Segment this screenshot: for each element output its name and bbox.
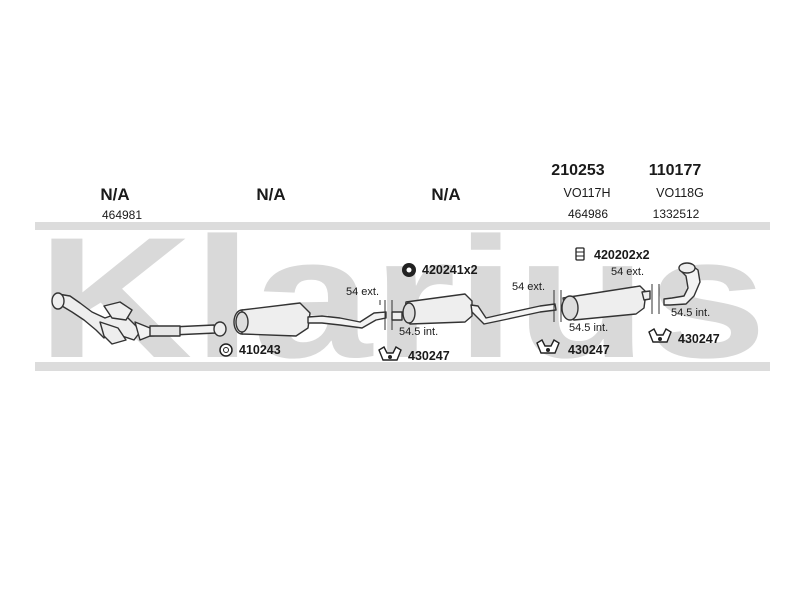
measurement-marks [379,284,660,330]
column-heading: N/A [431,185,461,204]
watermark-band-top [35,222,770,230]
measurement-label: 54 ext. [346,286,380,298]
fitting-part-number: 430247 [568,343,610,357]
part-reference: 464986 [567,207,609,221]
column-heading: N/A [100,185,130,204]
measurement-label: 54.5 int. [569,322,609,334]
part-code: VO118G [656,186,704,200]
bolt-icon [575,247,585,261]
centre-silencer [391,293,557,325]
column-heading: 110177 [648,162,702,179]
watermark-band-bottom [35,362,770,371]
hanger-bracket-icon [536,339,560,354]
fitting-part-number: 410243 [239,343,281,357]
part-reference: 464981 [101,208,143,222]
part-code: VO117H [563,186,611,200]
column-heading: N/A [256,185,286,204]
front-silencer [233,302,387,337]
column-heading: 210253 [551,162,605,179]
measurement-label: 54 ext. [512,281,546,293]
measurement-label: 54.5 int. [399,326,439,338]
rear-silencer [561,285,651,321]
fitting-part-number: 420241x2 [422,263,478,277]
fitting-part-number: 420202x2 [594,248,650,262]
clamp-icon [219,343,233,357]
rubber-mount-icon [402,263,416,277]
fitting-part-number: 430247 [408,349,450,363]
tail-pipe [663,262,701,306]
part-reference: 1332512 [652,207,700,221]
hanger-bracket-icon [378,346,402,361]
fitting-part-number: 430247 [678,332,720,346]
front-manifold-pipe [51,292,227,345]
measurement-label: 54 ext. [611,266,645,278]
watermark-logo: Klarius [37,202,767,394]
hanger-bracket-icon [648,328,672,343]
measurement-label: 54.5 int. [671,307,711,319]
